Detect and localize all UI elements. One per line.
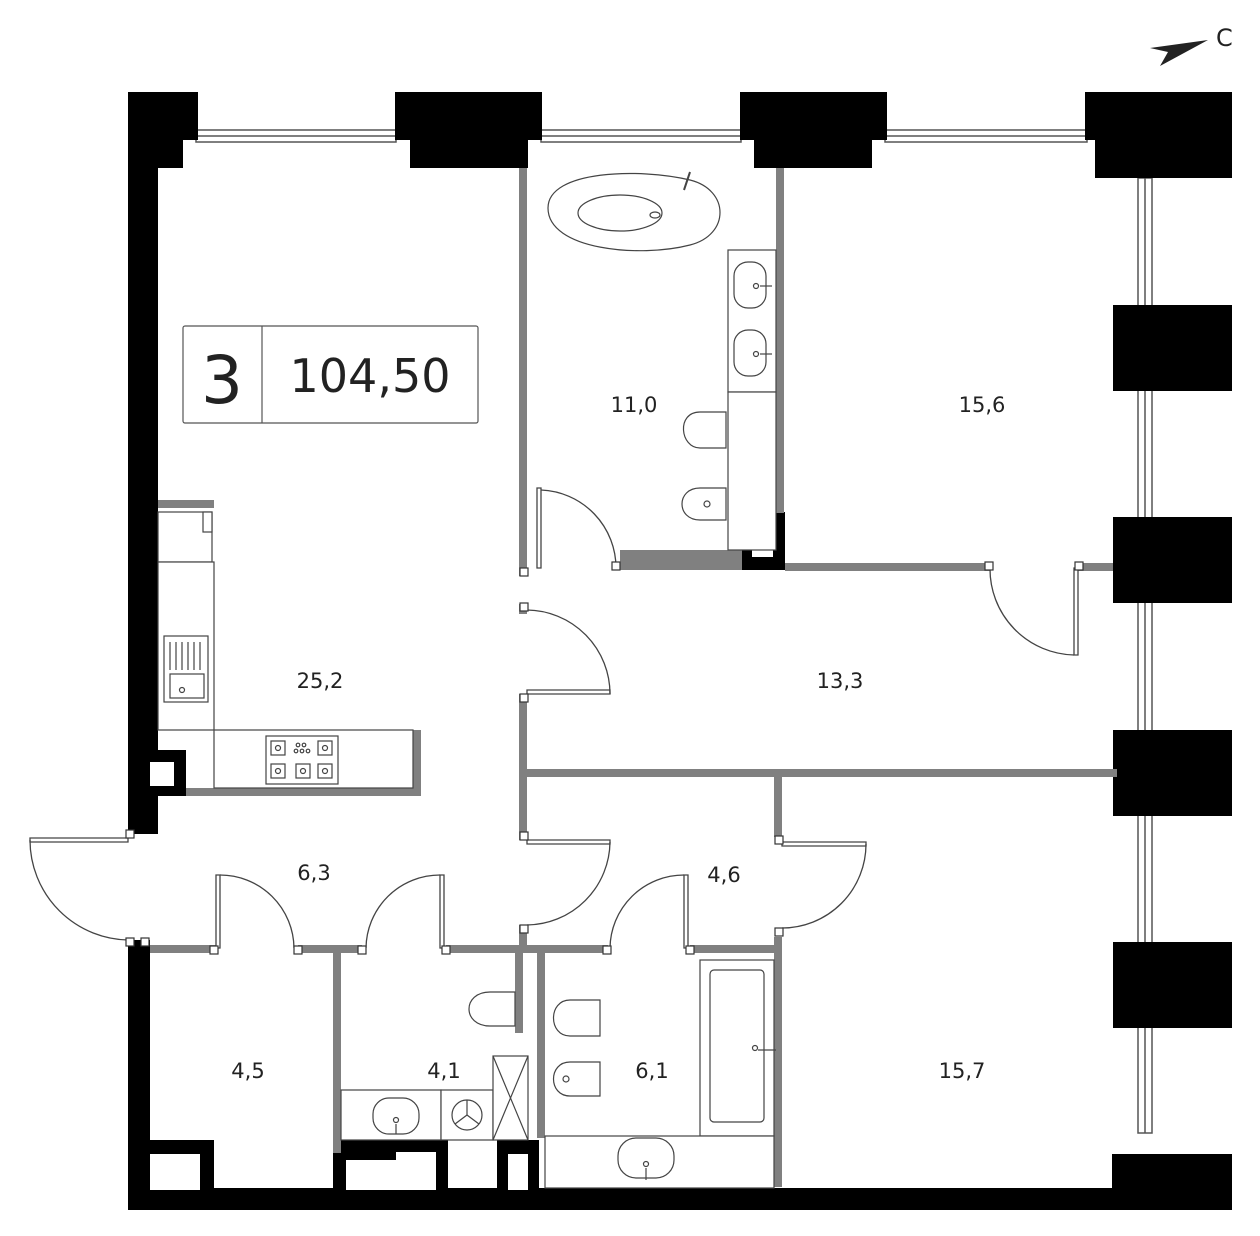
area-bathroom: 6,1: [635, 1059, 668, 1083]
area-toilet: 4,1: [427, 1059, 460, 1083]
bearing-walls: [128, 92, 1232, 1210]
doors: [29, 487, 1079, 949]
partitions: [150, 168, 1117, 1187]
door-jambs: [125, 561, 1084, 955]
fixtures: [157, 171, 777, 1189]
area-hallway-small: 4,6: [707, 863, 740, 887]
area-corridor: 13,3: [817, 669, 864, 693]
compass-label: С: [1216, 24, 1233, 52]
area-bedroom-south: 15,7: [939, 1059, 986, 1083]
room-count: 3: [201, 342, 243, 419]
compass: С: [1150, 24, 1233, 66]
area-master-bathroom: 11,0: [611, 393, 658, 417]
area-living-kitchen: 25,2: [297, 669, 344, 693]
apartment-badge: 3 104,50: [182, 325, 479, 424]
area-bedroom-north: 15,6: [959, 393, 1006, 417]
room-labels: 25,2 11,0 15,6 13,3 6,3 4,6 4,5 4,1 6,1 …: [231, 393, 1005, 1083]
area-storage: 4,5: [231, 1059, 264, 1083]
north-arrow-icon: [1150, 40, 1208, 66]
area-entrance-hall: 6,3: [297, 861, 330, 885]
total-area: 104,50: [290, 349, 451, 403]
